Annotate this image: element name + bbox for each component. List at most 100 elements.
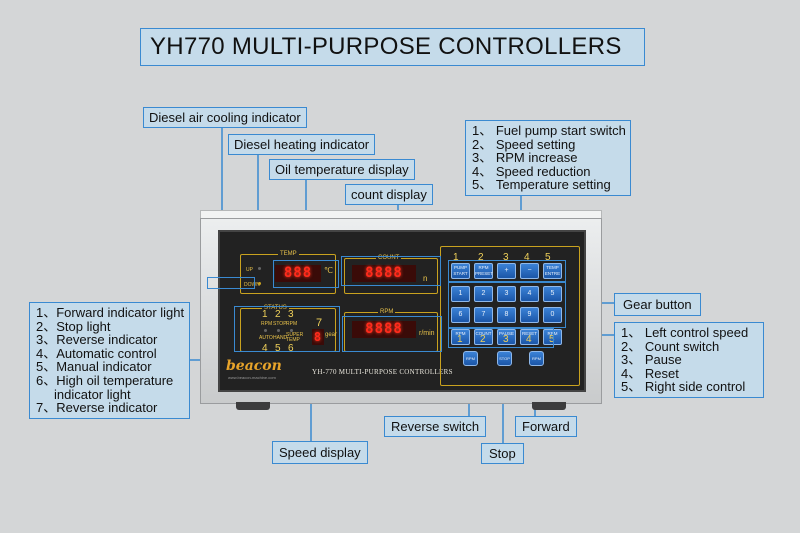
gear-display: 8 <box>312 329 324 345</box>
diesel-air-cooling-callout: Diesel air cooling indicator <box>143 107 307 128</box>
count-display-highlight <box>341 256 441 286</box>
indicator-list-item-5: 5、Manual indicator <box>36 359 152 375</box>
status-hand: HAND <box>273 335 288 341</box>
reverse-switch-key[interactable]: RPM <box>463 351 478 366</box>
function-list-item-2: 2、 Speed setting <box>472 136 576 152</box>
up-label: UP <box>246 267 253 273</box>
control-list-item-5: 5、 Right side control <box>621 379 746 395</box>
status-highlight <box>234 306 340 352</box>
rpm-unit: r/min <box>419 330 435 337</box>
model-label: YH-770 MULTI-PURPOSE CONTROLLERS <box>312 368 453 376</box>
reset-key[interactable]: RESET <box>520 329 539 345</box>
status-led-2 <box>277 329 280 332</box>
device-foot-right <box>532 402 566 410</box>
indicator-list-item-1: 1、Forward indicator light <box>36 305 185 320</box>
key-num-bottom-4: 4 <box>526 334 532 345</box>
key-num-top-2: 2 <box>478 252 484 263</box>
indicator-list-callout: 1、Forward indicator light 2、Stop light 3… <box>29 302 190 419</box>
status-num-6: 6 <box>288 343 294 354</box>
control-list-item-2: 2、 Count switch <box>621 338 720 354</box>
temp-entre-key[interactable]: TEMP ENTRE <box>543 263 562 279</box>
indicator-list-item-4: 4、Automatic control <box>36 345 157 361</box>
gear-key-9[interactable]: 9 <box>520 307 539 323</box>
key-num-top-3: 3 <box>503 252 509 263</box>
status-rpm-reverse: RPM <box>286 321 298 327</box>
key-num-bottom-1: 1 <box>457 334 463 345</box>
rpm-increase-key[interactable]: + <box>497 263 516 279</box>
oil-temperature-callout: Oil temperature display <box>269 159 415 180</box>
gear-key-5[interactable]: 5 <box>543 286 562 302</box>
forward-callout: Forward <box>515 416 577 437</box>
key-num-bottom-3: 3 <box>503 334 509 345</box>
gear-key-6[interactable]: 6 <box>451 307 470 323</box>
gear-key-8[interactable]: 8 <box>497 307 516 323</box>
status-led-1 <box>264 329 267 332</box>
control-keys-highlight <box>448 328 554 348</box>
indicator-list-item-3: 3、Reverse indicator <box>36 332 158 348</box>
gear-key-4[interactable]: 4 <box>520 286 539 302</box>
stop-callout: Stop <box>481 443 524 464</box>
device-foot-left <box>236 402 270 410</box>
key-num-top-4: 4 <box>524 252 530 263</box>
pump-start-key[interactable]: PUMP START <box>451 263 470 279</box>
count-key[interactable]: COUNT <box>474 329 493 345</box>
function-keys-highlight <box>448 260 566 282</box>
gear-key-7[interactable]: 7 <box>474 307 493 323</box>
beacon-logo: beacon <box>226 358 282 374</box>
function-list-item-3: 3、 RPM increase <box>472 150 578 166</box>
function-list-item-1: 1、 Fuel pump start switch <box>472 123 626 138</box>
key-num-bottom-2: 2 <box>480 334 486 345</box>
indicator-list-item-7: 7、Reverse indicator <box>36 400 158 416</box>
speed-reduce-key[interactable]: − <box>520 263 539 279</box>
forward-key[interactable]: RPM <box>529 351 544 366</box>
temp-label: TEMP <box>278 251 299 257</box>
pause-key[interactable]: PAUSE <box>497 329 516 345</box>
status-num-1: 1 <box>262 309 268 320</box>
beacon-url: www.beacon-machine.com <box>228 375 276 380</box>
temp-display-highlight <box>273 260 339 288</box>
gear-num-7: 7 <box>316 317 323 329</box>
diesel-heating-callout: Diesel heating indicator <box>228 134 376 155</box>
speed-display-callout: Speed display <box>272 441 368 464</box>
gear-key-2[interactable]: 2 <box>474 286 493 302</box>
temp-display: 888 <box>275 265 321 282</box>
control-list-item-1: 1、 Left control speed <box>621 325 749 340</box>
down-label: DOWN <box>244 282 260 288</box>
left-rpm-key[interactable]: RPM <box>451 329 470 345</box>
gear-key-0[interactable]: 0 <box>543 307 562 323</box>
key-num-top-1: 1 <box>453 252 459 263</box>
gear-button-callout: Gear button <box>614 293 701 316</box>
control-keys-list-callout: 1、 Left control speed 2、 Count switch 3、… <box>614 322 764 398</box>
rpm-display-highlight <box>342 316 442 352</box>
count-display-callout: count display <box>345 184 433 205</box>
gear-unit: gear <box>325 332 338 338</box>
indicator-list-item-2: 2、Stop light <box>36 318 111 334</box>
status-super-temp: SUPER TEMP <box>286 332 304 343</box>
count-unit: n <box>423 274 428 283</box>
status-rpm-forward: RPM <box>261 321 273 327</box>
gear-key-3[interactable]: 3 <box>497 286 516 302</box>
function-list-item-4: 4、 Speed reduction <box>472 163 591 179</box>
stop-key[interactable]: STOP <box>497 351 512 366</box>
up-indicator-led <box>258 267 261 270</box>
down-led-highlight <box>207 277 255 289</box>
reverse-switch-callout: Reverse switch <box>384 416 487 437</box>
status-led-3 <box>290 329 293 332</box>
function-keys-list-callout: 1、 Fuel pump start switch 2、 Speed setti… <box>465 120 631 196</box>
function-list-item-5: 5、 Temperature setting <box>472 177 611 193</box>
right-rpm-key[interactable]: RPM <box>543 329 562 345</box>
status-label: STATUS <box>262 305 289 311</box>
status-auto: AUTO <box>259 335 273 341</box>
status-num-3: 3 <box>288 309 294 320</box>
rpm-preset-key[interactable]: RPM PRESET <box>474 263 493 279</box>
indicator-list-item-6b: indicator light <box>54 386 131 402</box>
indicator-list-item-6: 6、High oil temperature <box>36 372 174 388</box>
rpm-label: RPM <box>378 309 396 315</box>
rpm-display: 8888 <box>352 321 416 338</box>
gear-key-1[interactable]: 1 <box>451 286 470 302</box>
page-title: YH770 MULTI-PURPOSE CONTROLLERS <box>140 28 645 66</box>
count-display: 8888 <box>352 265 416 282</box>
status-num-4: 4 <box>262 343 268 354</box>
count-label: COUNT <box>376 255 402 261</box>
down-indicator-led <box>258 282 261 285</box>
